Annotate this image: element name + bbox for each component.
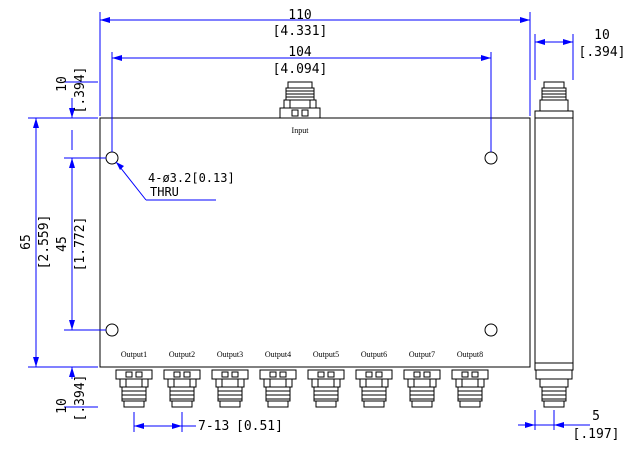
hole-spacing-width-value: 104	[288, 45, 312, 60]
output-pitch-inch: [0.51]	[236, 419, 283, 434]
hole-callout: 4-ø3.2[0.13] THRU	[115, 161, 235, 201]
side-thickness-value: 10	[594, 28, 610, 43]
output-connector-5	[307, 369, 345, 408]
input-port-label: Input	[292, 126, 310, 135]
divider-body-outline	[99, 117, 531, 368]
output-port-label-5: Output5	[313, 350, 339, 359]
input-connector	[279, 81, 321, 119]
mounting-hole-top-right	[484, 151, 498, 165]
overall-height-inch: [2.559]	[37, 215, 52, 270]
mounting-hole-bottom-left	[105, 323, 119, 337]
hole-spacing-height-inch: [1.772]	[73, 217, 88, 272]
output-port-label-6: Output6	[361, 350, 387, 359]
dimension-output-pitch: 7-13 [0.51]	[133, 412, 283, 434]
dimension-top-connector: 10 [.394]	[55, 67, 98, 150]
overall-width-inch: [4.331]	[273, 24, 328, 39]
output-connector-6	[355, 369, 393, 408]
bottom-connector-inch: [.394]	[73, 375, 88, 422]
overall-height-value: 65	[19, 234, 34, 250]
output-port-label-7: Output7	[409, 350, 435, 359]
dimension-hole-spacing-height: 45 [1.772]	[55, 158, 88, 330]
output-port-label-4: Output4	[265, 350, 291, 359]
dimension-bottom-connector: 10 [.394]	[55, 367, 98, 421]
dimension-side-thickness: 10 [.394]	[534, 28, 626, 80]
output-connector-7	[403, 369, 441, 408]
side-view-top-connector	[539, 81, 569, 112]
dimension-side-offset: 5 [.197]	[518, 409, 619, 442]
side-offset-value: 5	[592, 409, 600, 424]
overall-width-value: 110	[288, 8, 311, 23]
side-view-bottom-connector	[535, 369, 573, 408]
output-connector-3	[211, 369, 249, 408]
top-connector-inch: [.394]	[73, 67, 88, 114]
dimension-overall-height: 65 [2.559]	[19, 118, 52, 367]
output-connector-2	[163, 369, 201, 408]
output-port-label-1: Output1	[121, 350, 147, 359]
side-offset-inch: [.197]	[573, 427, 620, 442]
side-thickness-inch: [.394]	[579, 45, 626, 60]
bottom-connector-value: 10	[55, 398, 70, 414]
mounting-hole-bottom-right	[484, 323, 498, 337]
output-connectors: Output1 Output2 Output3 Output4 Output5 Outpu…	[115, 350, 489, 408]
output-port-label-2: Output2	[169, 350, 195, 359]
top-connector-value: 10	[55, 76, 70, 92]
output-connector-8	[451, 369, 489, 408]
hole-spacing-height-value: 45	[55, 236, 70, 252]
output-port-label-8: Output8	[457, 350, 483, 359]
hole-callout-thru: THRU	[150, 185, 179, 199]
output-pitch-label: 7-13	[198, 419, 229, 434]
output-connector-4	[259, 369, 297, 408]
hole-spacing-width-inch: [4.094]	[273, 62, 328, 77]
hole-callout-size: 4-ø3.2[0.13]	[148, 171, 235, 185]
dimension-overall-width: 110 [4.331]	[99, 8, 531, 116]
side-view-body	[534, 110, 574, 371]
output-port-label-3: Output3	[217, 350, 243, 359]
dimension-hole-spacing-width: 104 [4.094]	[111, 45, 492, 152]
output-connector-1	[115, 369, 153, 408]
